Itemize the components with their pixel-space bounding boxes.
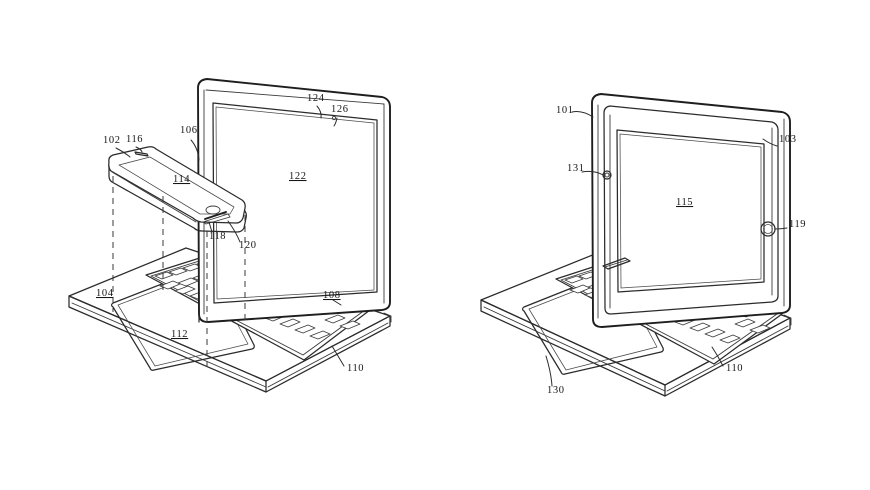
label-108: 108: [323, 290, 341, 301]
left-figure-labels: 102 116 106 114 124 126 122 118 120 104 …: [96, 93, 364, 374]
right-front-camera-lens: [604, 172, 610, 178]
left-phone-speaker-slot: [134, 151, 149, 157]
left-phone-port: [204, 211, 227, 220]
left-phone-home-button: [205, 205, 221, 215]
right-display-panel: [591, 93, 791, 328]
label-122: 122: [289, 171, 307, 182]
label-120: 120: [239, 240, 257, 251]
label-104: 104: [96, 288, 114, 299]
label-101: 101: [556, 105, 574, 116]
label-115: 115: [676, 197, 693, 208]
right-figure-labels: 101 103 131 115 119 110 130: [547, 105, 806, 396]
label-110-right: 110: [726, 363, 743, 374]
label-124: 124: [307, 93, 325, 104]
left-alignment-guides: [112, 176, 246, 370]
right-home-button-ring: [763, 224, 773, 234]
label-114: 114: [173, 174, 190, 185]
left-phone: [108, 146, 247, 233]
left-display-camera-dot: [331, 115, 337, 121]
label-110-left: 110: [347, 363, 364, 374]
label-119: 119: [789, 219, 806, 230]
left-display-panel: [197, 78, 391, 323]
label-126: 126: [331, 104, 349, 115]
label-106: 106: [180, 125, 198, 136]
label-102: 102: [103, 135, 121, 146]
label-103: 103: [779, 134, 797, 145]
right-leader-lines: [545, 111, 788, 387]
right-dock-ridge: [602, 257, 631, 270]
right-figure-group: 101 103 131 115 119 110 130: [480, 93, 806, 397]
label-118: 118: [209, 231, 226, 242]
left-leader-lines: [115, 105, 345, 367]
label-112: 112: [171, 329, 188, 340]
label-116: 116: [126, 134, 143, 145]
label-131: 131: [567, 163, 585, 174]
left-figure-group: 102 116 106 114 124 126 122 118 120 104 …: [68, 78, 392, 393]
label-130: 130: [547, 385, 565, 396]
